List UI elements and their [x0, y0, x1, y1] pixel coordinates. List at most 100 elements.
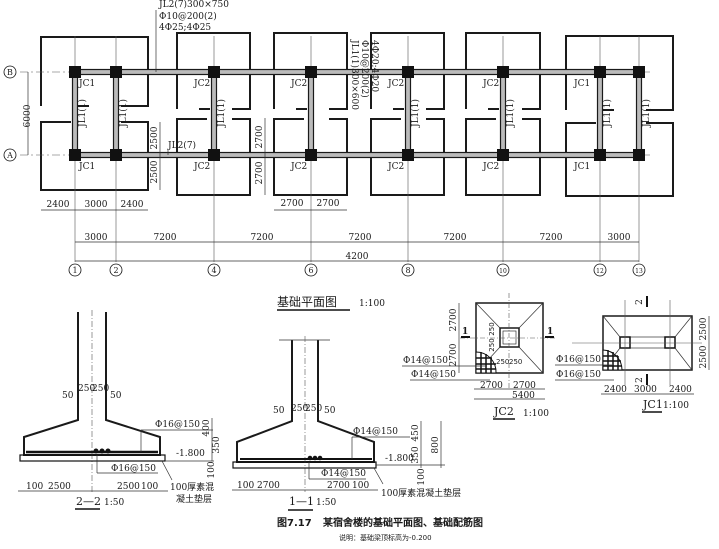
column — [208, 66, 220, 78]
dim-row1: 2400 — [47, 200, 70, 210]
s22-dim-bottom: 100 — [26, 482, 43, 492]
jc2-dim-col: 250 — [488, 338, 496, 351]
s11-note: 100厚素混凝土垫层 — [381, 487, 461, 499]
s11-title: 1—1 — [289, 495, 314, 508]
foundation-plan: JC1JC1JC2JC2JC2JC2JC2JC2JC2JC2JC1JC1JL1(… — [3, 0, 674, 311]
jc2-rebar-1: Φ14@150 — [403, 356, 448, 366]
axis-label: 6 — [308, 266, 313, 275]
dim-row2: 3000 — [85, 233, 108, 243]
jc1-rebar-2: Φ16@150 — [556, 370, 601, 380]
axis-label: 4 — [211, 266, 216, 275]
plan-scale: 1:100 — [359, 299, 385, 309]
footing-outline — [176, 32, 251, 110]
dim-row2: 7200 — [349, 233, 372, 243]
jc2-dim-col: 250 — [488, 322, 496, 335]
jc1-scale: 1:100 — [663, 401, 689, 411]
dim-2700-top: 2700 — [255, 125, 265, 148]
footing-outline — [40, 36, 149, 107]
s22-rebar-top: Φ16@150 — [155, 420, 200, 430]
figure-number: 图7.17 — [277, 517, 312, 529]
s22-dim-bottom: 2500 — [117, 482, 140, 492]
s11-rebar-top: Φ14@150 — [353, 427, 398, 437]
s11-h450: 450 — [411, 424, 421, 441]
jl1-label-2: Φ10@200(2) — [359, 40, 370, 98]
beam-jl1 — [307, 71, 315, 156]
footing-label: JC2 — [482, 79, 499, 89]
s11-h100: 100 — [417, 468, 427, 485]
jc1-dim-right: 2500 — [699, 317, 709, 340]
footing-outline — [273, 118, 348, 196]
jc2-detail: 1 1 2700 2700 250 250 250 250 Φ14@150 Φ1… — [402, 293, 555, 420]
footing-label: JC2 — [193, 79, 210, 89]
footing-label: JC1 — [573, 162, 590, 172]
axis-label: 13 — [635, 268, 643, 275]
beam-jl1 — [71, 71, 79, 156]
dim-2500-top: 2500 — [150, 126, 160, 149]
jc2-dim-bottom: 2700 — [480, 381, 503, 391]
jc2-scale: 1:100 — [523, 409, 549, 419]
footing-label: JC2 — [482, 162, 499, 172]
s22-dim: 50 — [62, 391, 74, 401]
s22-dim-bottom: 2500 — [48, 482, 71, 492]
jc2-dim-colh: 250 — [509, 358, 522, 366]
jc1-dim-right: 2500 — [699, 345, 709, 368]
s22-title: 2—2 — [76, 495, 101, 508]
jc2-dim-colh: 250 — [496, 358, 509, 366]
dim-total: 4200 — [346, 252, 369, 262]
axis-label: 8 — [405, 266, 410, 275]
beam-label-jl1: JL1(1) — [602, 99, 613, 128]
column — [594, 149, 606, 161]
dim-row1: 2400 — [121, 200, 144, 210]
column — [305, 149, 317, 161]
jc1-dim-bottom: 2400 — [669, 385, 692, 395]
column — [402, 149, 414, 161]
jc1-section-mark: 2 — [635, 299, 645, 305]
column — [633, 66, 645, 78]
jc2-total: 5400 — [512, 391, 535, 401]
axis-bubble — [68, 263, 82, 277]
dim-row1: 2700 — [281, 199, 304, 209]
footing-label: JC2 — [387, 79, 404, 89]
s22-note-1: 100厚素混 — [170, 481, 214, 493]
footing-outline — [370, 118, 445, 196]
column — [110, 66, 122, 78]
s22-dim: 250 — [92, 384, 109, 394]
axis-bubble — [496, 263, 510, 277]
column — [208, 149, 220, 161]
dim-row2: 3000 — [608, 233, 631, 243]
jc1-detail: 2 2 2500 2500 Φ16@150 Φ16@150 2400 3000 … — [555, 296, 710, 413]
jc2-section-mark: 1 — [462, 327, 468, 337]
s11-scale: 1:50 — [316, 498, 336, 508]
beam-jl2 — [74, 151, 640, 159]
beam-label-jl1: JL1(1) — [118, 99, 129, 128]
beam-label-jl1: JL1(1) — [410, 99, 421, 128]
s22-dim: 50 — [110, 391, 122, 401]
dim-2700-bottom: 2700 — [255, 161, 265, 184]
dim-row2: 7200 — [444, 233, 467, 243]
jc2-dim-bottom: 2700 — [513, 381, 536, 391]
column — [69, 149, 81, 161]
dim-row2: 7200 — [540, 233, 563, 243]
jl1-label-1: JL1(1)300×600 — [349, 39, 360, 110]
s11-dim-bottom: 2700 — [327, 481, 350, 491]
beam-jl1 — [499, 71, 507, 156]
column — [69, 66, 81, 78]
axis-bubble — [109, 263, 123, 277]
s11-dim: 250 — [291, 404, 308, 414]
axis-label: A — [6, 151, 13, 160]
footing-outline — [565, 35, 674, 111]
s11-h350: 350 — [411, 446, 421, 463]
footing-label: JC2 — [193, 162, 210, 172]
jl2-label-1: JL2(7)300×750 — [158, 0, 229, 10]
s22-scale: 1:50 — [104, 498, 124, 508]
axis-label: 12 — [596, 268, 604, 275]
s22-h100: 100 — [207, 461, 217, 478]
s11-dim-bottom: 100 — [352, 481, 369, 491]
dim-row1: 3000 — [85, 200, 108, 210]
axis-bubble — [207, 263, 221, 277]
column — [402, 66, 414, 78]
s22-rebar-bottom: Φ16@150 — [111, 464, 156, 474]
s11-elevation: -1.800 — [385, 454, 414, 464]
jc1-dim-bottom: 2400 — [604, 385, 627, 395]
beam-label-jl1: JL1(1) — [505, 99, 516, 128]
